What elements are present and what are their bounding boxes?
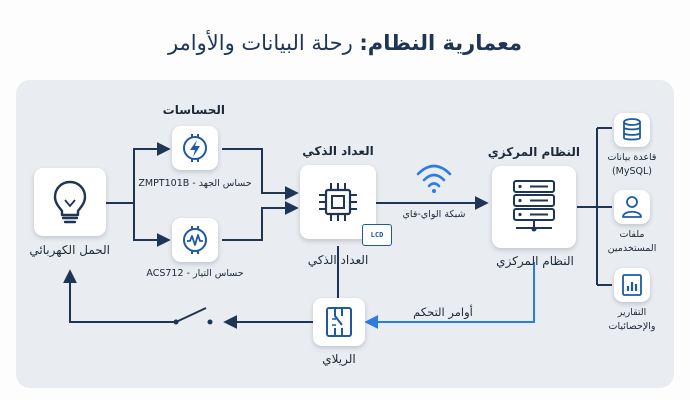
- central-card: [492, 166, 576, 248]
- central-label: النظام المركزي: [496, 254, 574, 268]
- voltage-sensor-card: [172, 126, 218, 170]
- lightbulb-icon: [53, 180, 87, 224]
- current-sensor-label: حساس التيار - ACS712: [146, 268, 244, 279]
- reports-card: [614, 268, 650, 302]
- user-icon: [622, 196, 642, 218]
- reports-label-line1: التقارير: [617, 307, 647, 318]
- reports-label-line2: والإحصائيات: [608, 321, 656, 332]
- title-rest: رحلة البيانات والأوامر: [167, 31, 360, 55]
- lcd-badge: LCD: [362, 224, 392, 246]
- database-icon: [623, 118, 641, 141]
- chip-icon: [319, 183, 357, 221]
- server-icon: [513, 180, 555, 232]
- database-label-line1: قاعدة بيانات: [607, 152, 657, 163]
- relay-label: الريلاي: [322, 352, 356, 366]
- users-card: [614, 190, 650, 224]
- page-title: معمارية النظام: رحلة البيانات والأوامر: [0, 31, 690, 55]
- database-label-line2: (MySQL): [611, 166, 653, 177]
- central-heading: النظام المركزي: [487, 145, 580, 159]
- load-label: الحمل الكهربائي: [29, 243, 110, 257]
- database-card: [614, 113, 650, 147]
- line-voltage-to-meter: [222, 148, 299, 200]
- users-label-line1: ملفات: [619, 229, 645, 240]
- relay-card: [313, 298, 365, 346]
- meter-label: العداد الذكي: [307, 253, 369, 267]
- title-bold: معمارية النظام:: [359, 31, 523, 55]
- switch-icon: [173, 307, 213, 325]
- waveform-icon: [183, 226, 207, 254]
- relay-icon: [326, 307, 352, 337]
- meter-heading: العداد الذكي: [302, 144, 374, 158]
- report-chart-icon: [622, 274, 642, 296]
- commands-label: أوامر التحكم: [413, 305, 473, 319]
- current-sensor-card: [172, 218, 218, 262]
- line-switch-to-load: [63, 269, 176, 323]
- wifi-label: شبكة الواي-فاي: [402, 209, 466, 220]
- line-split-to-current: [133, 203, 171, 247]
- line-central-to-relay: [364, 262, 535, 329]
- load-card: [34, 168, 106, 236]
- line-load-to-sensors: [106, 142, 171, 204]
- wifi-icon: [416, 164, 452, 193]
- users-label-line2: المستخدمين: [607, 243, 657, 254]
- voltage-sensor-label: حساس الجهد - ZMPT101B: [138, 178, 252, 189]
- line-current-to-meter: [222, 201, 299, 241]
- sensors-heading: الحساسات: [162, 103, 225, 117]
- lightning-icon: [183, 134, 207, 162]
